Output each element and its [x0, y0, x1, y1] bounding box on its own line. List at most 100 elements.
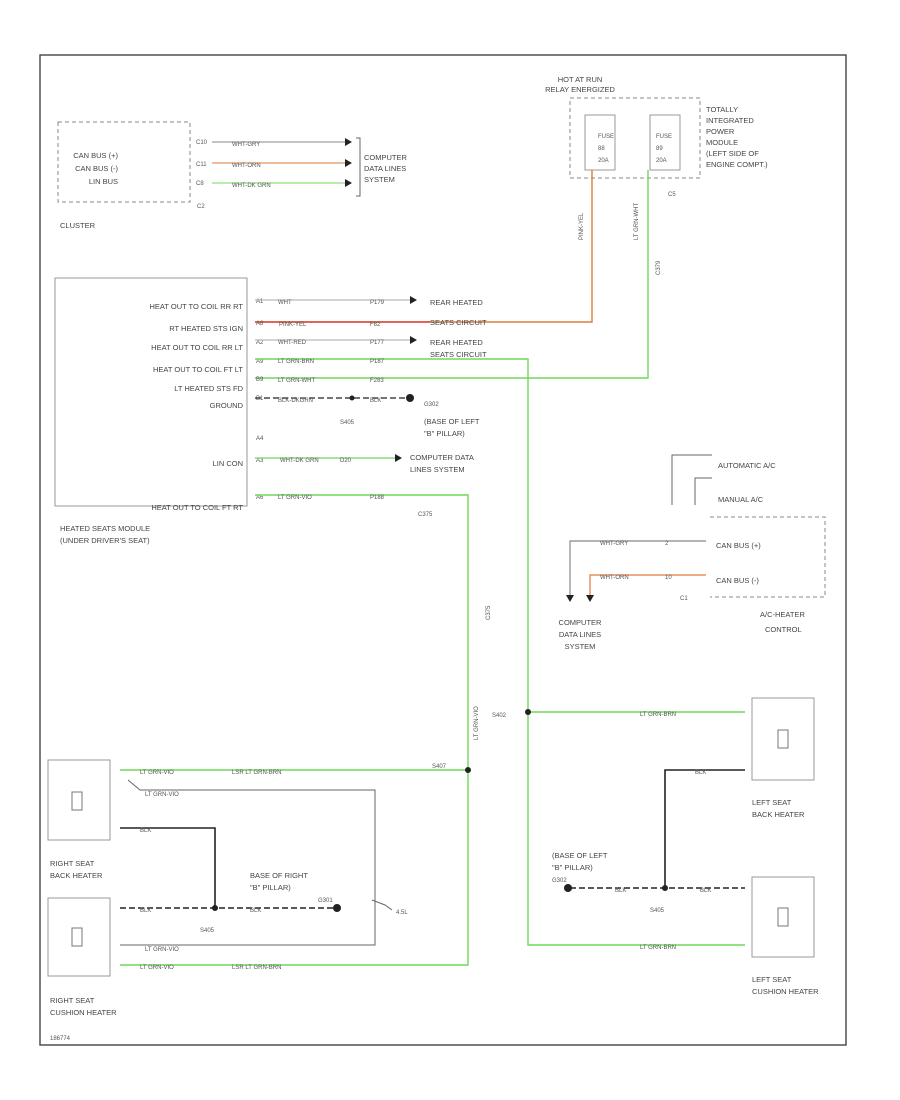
module-pin-label-5: LT HEATED STS FD — [174, 384, 243, 393]
left-back-element — [777, 729, 789, 749]
right-back-name-2: BACK HEATER — [50, 871, 103, 880]
tipm-wire-a: PINK-YEL — [579, 212, 585, 240]
ground-g301-right — [333, 904, 341, 912]
fuse-89-amps: 20A — [656, 158, 667, 164]
cluster-outline — [57, 121, 191, 203]
wire-right-cushion-lsr: LSR LT GRN-BRN — [232, 965, 281, 971]
right-cushion-name-1: RIGHT SEAT — [50, 996, 95, 1005]
hvac-auto-line — [671, 454, 712, 505]
ground-g302-left — [564, 884, 572, 892]
hvac-auto-label: AUTOMATIC A/C — [718, 461, 776, 470]
cluster-bracket — [356, 137, 361, 197]
wire-a9-label: LT GRN-BRN — [278, 359, 314, 365]
hvac-manual-label: MANUAL A/C — [718, 495, 764, 504]
module-pin-label-4: HEAT OUT TO COIL FT LT — [153, 365, 243, 374]
hvac-dest-3: SYSTEM — [565, 642, 596, 651]
splice-s405-left-label: S405 — [650, 908, 665, 914]
ground-g302-module — [406, 394, 414, 402]
wire-a8-circuit: F82 — [370, 322, 381, 328]
cluster-dest-1: COMPUTER — [364, 153, 408, 162]
left-back-heater — [751, 697, 815, 781]
wire-left-blk-2: BLK — [615, 888, 626, 894]
module-pin-num-9: A6 — [256, 495, 264, 501]
left-cushion-name-2: CUSHION HEATER — [752, 987, 819, 996]
wire-a1-label: WHT — [278, 300, 292, 306]
right-cushion-heater — [47, 897, 111, 977]
splice-s405-right-label: S405 — [200, 928, 215, 934]
note-45l: 4.5L — [396, 910, 408, 916]
right-ground-loc-2: "B" PILLAR) — [250, 883, 291, 892]
module-pin-label-9: HEAT OUT TO COIL FT RT — [151, 503, 243, 512]
wire-lin-label: WHT-DK GRN — [280, 458, 319, 464]
rear-heated-1a: REAR HEATED — [430, 298, 483, 307]
module-pin-num-6: B1 — [256, 396, 264, 402]
wire-a8-label: PINK-YEL — [279, 322, 307, 328]
cluster-pin-label-2: CAN BUS (-) — [75, 164, 118, 173]
wire-right-jumper-label: LT GRN-VIO — [145, 792, 179, 798]
wire-right-back-blk: BLK — [140, 828, 151, 834]
hvac-dest-1: COMPUTER — [559, 618, 603, 627]
ground-id-label: G302 — [424, 402, 439, 408]
left-back-name-1: LEFT SEAT — [752, 798, 792, 807]
fuse-88-label: FUSE — [598, 134, 614, 140]
tipm-name-1: TOTALLY — [706, 105, 738, 114]
fuse-89-label: FUSE — [656, 134, 672, 140]
cluster-dest-2: DATA LINES — [364, 164, 406, 173]
left-cushion-name-1: LEFT SEAT — [752, 975, 792, 984]
cluster-pin-num-1: C10 — [196, 140, 208, 146]
cluster-connector: C2 — [197, 204, 205, 210]
splice-s405-module — [349, 395, 355, 401]
wire-a1-arrow — [410, 296, 417, 304]
wire-left-back-ground — [664, 769, 745, 888]
cluster-wire-label-1: WHT-GRY — [232, 142, 260, 148]
wire-fuse89-to-module — [255, 170, 649, 379]
splice-s407-label: S407 — [432, 764, 447, 770]
left-ground-loc-2: "B" PILLAR) — [552, 863, 593, 872]
cluster-pin-label-3: LIN BUS — [89, 177, 118, 186]
wire-ground-label: BLK-DKGRN — [278, 398, 313, 404]
module-pin-label-2: RT HEATED STS IGN — [169, 324, 243, 333]
tipm-outline — [569, 97, 701, 179]
module-block: HEAT OUT TO COIL RR RT RT HEATED STS IGN… — [54, 277, 264, 545]
module-pin-num-4: A9 — [256, 359, 264, 365]
lin-dest-2: LINES SYSTEM — [410, 465, 465, 474]
module-pin-label-3: HEAT OUT TO COIL RR LT — [151, 343, 243, 352]
right-back-name-1: RIGHT SEAT — [50, 859, 95, 868]
right-ground-id: G301 — [318, 898, 333, 904]
right-back-heater — [47, 759, 111, 841]
cluster-pin-num-2: C11 — [196, 162, 207, 168]
wire-left-back-label: LT GRN-BRN — [640, 712, 676, 718]
tipm-connector: C5 — [668, 192, 676, 198]
fuse-89 — [649, 114, 681, 171]
wire-right-jumper-label-2: LT GRN-VIO — [145, 947, 179, 953]
module-outline — [54, 277, 248, 507]
hvac-name-1: A/C-HEATER — [760, 610, 805, 619]
cluster-dest-3: SYSTEM — [364, 175, 395, 184]
cluster-arrow-3 — [345, 179, 352, 187]
hvac-pin-num-1: 2 — [665, 541, 669, 547]
cluster-arrow-1 — [345, 138, 352, 146]
cluster-pin-num-3: C8 — [196, 181, 204, 187]
wire-right-cushion-blk: BLK — [140, 908, 151, 914]
fuse-89-num: 89 — [656, 146, 663, 152]
left-cushion-heater — [751, 876, 815, 958]
fuse-88-num: 88 — [598, 146, 605, 152]
hvac-connector: C1 — [680, 596, 688, 602]
rear-heated-1b: SEATS CIRCUIT — [430, 318, 487, 327]
left-back-name-2: BACK HEATER — [752, 810, 805, 819]
right-ground-loc-1: BASE OF RIGHT — [250, 871, 308, 880]
tipm-connector-b: C379 — [656, 260, 662, 275]
cluster-block: CAN BUS (+) CAN BUS (-) LIN BUS C2 CLUST… — [57, 121, 408, 230]
module-pin-num-7: A4 — [256, 436, 264, 442]
hvac-wire-1: WHT-GRY — [600, 541, 628, 547]
tipm-name-5: (LEFT SIDE OF — [706, 149, 759, 158]
rear-heated-2b: SEATS CIRCUIT — [430, 350, 487, 359]
hvac-arrow-1 — [566, 595, 574, 602]
wire-right-back-lsr: LSR LT GRN-BRN — [232, 770, 281, 776]
hvac-wire-2: WHT-ORN — [600, 575, 629, 581]
left-ground-id: G302 — [552, 878, 567, 884]
splice-s405-left — [662, 885, 668, 891]
cluster-wire-label-3: WHT-DK GRN — [232, 183, 271, 189]
wire-b9-circuit: F283 — [370, 378, 384, 384]
tipm-name-3: POWER — [706, 127, 735, 136]
